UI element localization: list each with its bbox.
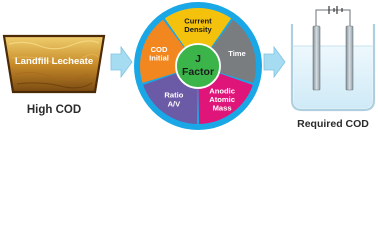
wheel-segment-label: Density <box>184 25 212 34</box>
landfill-container: Landfill Lecheate <box>2 34 106 94</box>
wheel-segment-label: Current <box>184 17 212 26</box>
wheel-segment-label: Ratio <box>164 91 183 100</box>
wheel-segment-label: Anodic <box>209 86 235 95</box>
wheel-segment <box>139 19 186 83</box>
center-label-line1: J <box>195 53 201 65</box>
wheel-segment-label: COD <box>151 45 168 54</box>
electrochemical-process-diagram: Landfill Lecheate High COD CurrentDensit… <box>2 2 376 130</box>
wheel-center <box>175 43 221 89</box>
wheel-segment <box>198 72 253 124</box>
cathode-electrode <box>345 25 354 91</box>
arrow-right-icon <box>110 45 133 79</box>
circuit-wire <box>315 9 351 26</box>
required-cod-caption: Required COD <box>297 118 369 130</box>
wheel-segment <box>143 72 198 124</box>
center-label-line2: Factor <box>182 66 214 78</box>
anode-electrode <box>312 25 321 91</box>
wheel-segment-label: Initial <box>149 53 169 62</box>
wheel-segment-label: Atomic <box>209 95 235 104</box>
electrochemical-cell <box>290 6 376 112</box>
high-cod-caption: High COD <box>27 104 81 116</box>
wheel-segment <box>210 19 256 83</box>
wheel-segment-label: A/V <box>168 99 182 108</box>
wheel-segment-label: Mass <box>213 104 232 113</box>
arrow-right-icon <box>263 45 286 79</box>
wheel-segment-label: Time <box>228 49 246 58</box>
wheel-segment <box>164 7 232 50</box>
landfill-label: Landfill Lecheate <box>15 56 93 67</box>
